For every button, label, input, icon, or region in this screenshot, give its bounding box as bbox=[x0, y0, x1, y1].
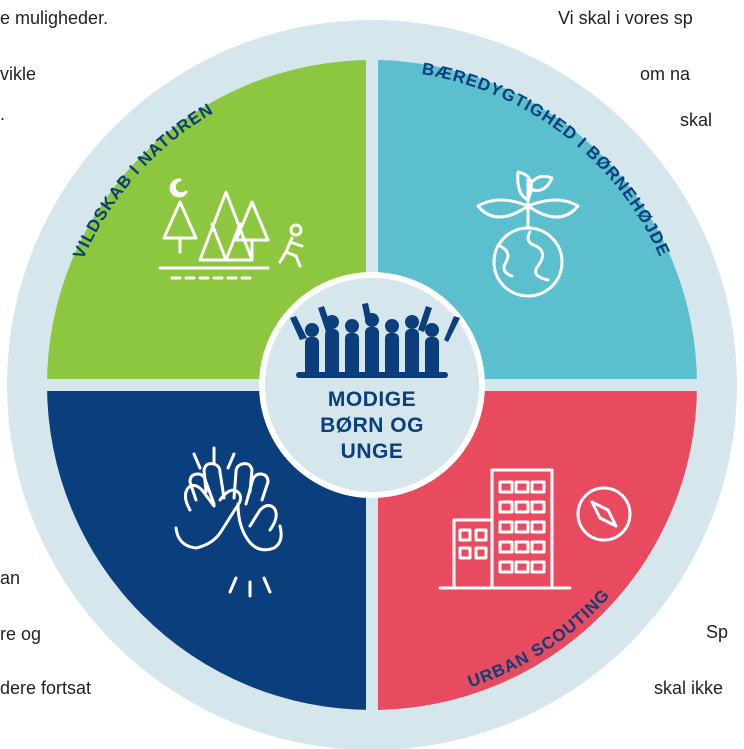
bg-text-right-3: skal bbox=[680, 110, 713, 130]
center-label-line-2: BØRN OG bbox=[320, 414, 424, 437]
bg-text-right-1: Vi skal i vores sp bbox=[558, 8, 693, 28]
bg-text-left-2: vikle bbox=[0, 64, 37, 84]
bg-text-left-3: . bbox=[0, 104, 6, 124]
center-label-line-3: UNGE bbox=[341, 440, 404, 463]
bg-text-left-4: an bbox=[0, 568, 21, 588]
bg-text-right-2: om na bbox=[640, 64, 691, 84]
buildings-compass-icon bbox=[438, 468, 632, 590]
bg-text-left-5: re og bbox=[0, 624, 42, 644]
bg-text-left-6: dere fortsat bbox=[0, 678, 92, 698]
tent-forest-moon-runner-icon bbox=[158, 178, 304, 280]
crowd-silhouette-icon bbox=[290, 303, 460, 378]
globe-sprout-icon bbox=[476, 170, 580, 298]
bg-text-right-4: Sp bbox=[706, 622, 729, 642]
high-five-hands-icon bbox=[174, 446, 283, 598]
center-label-line-1: MODIGE bbox=[328, 388, 416, 411]
bg-text-left-1: e muligheder. bbox=[0, 8, 109, 28]
bg-text-right-5: skal ikke bbox=[654, 678, 724, 698]
